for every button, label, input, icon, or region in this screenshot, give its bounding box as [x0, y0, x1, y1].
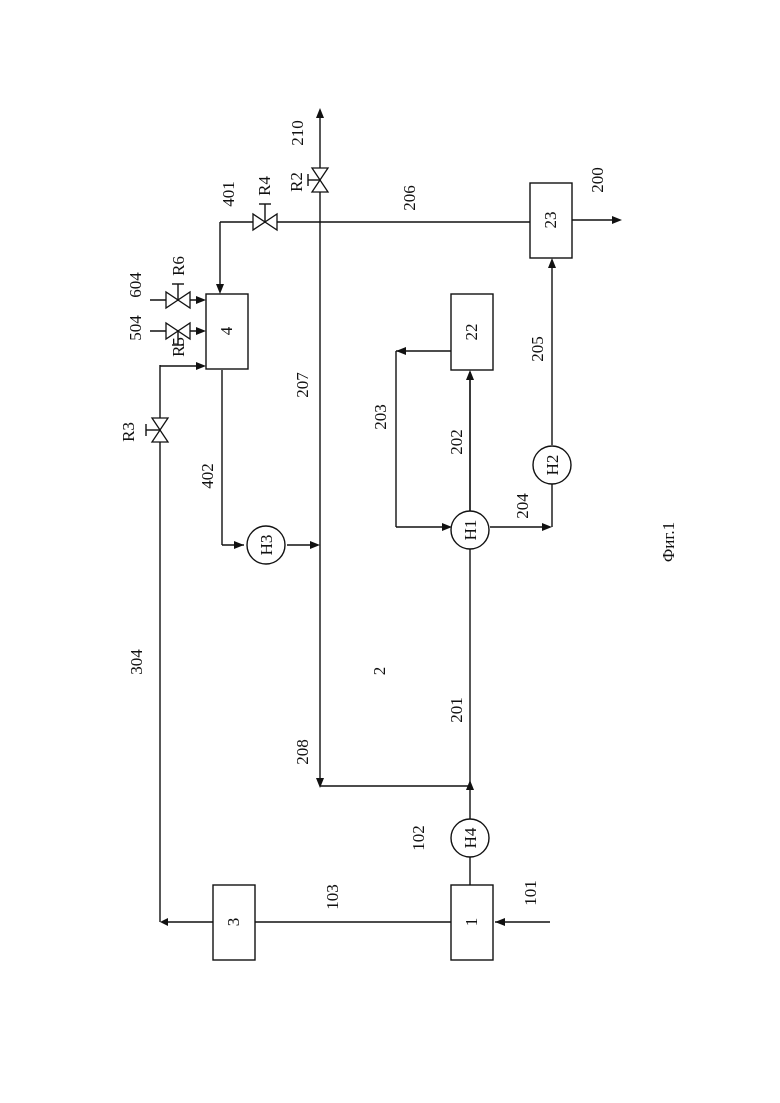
unit-4-label: 4 [217, 326, 236, 335]
unit-4: 4 [206, 294, 248, 369]
stream-103: 103 [323, 884, 342, 910]
unit-23: 23 [530, 183, 572, 258]
valve-r5: R5 [166, 323, 190, 357]
valve-r5-label: R5 [169, 337, 188, 357]
arrow-204 [542, 523, 552, 531]
valve-r4: R4 [253, 176, 277, 230]
valve-r3: R3 [119, 418, 168, 442]
stream-200: 200 [588, 167, 607, 193]
arrow-202 [466, 370, 474, 380]
pump-h2-label: H2 [543, 455, 562, 476]
arrow-304 [160, 918, 168, 926]
stream-101: 101 [521, 880, 540, 906]
stream-207: 207 [293, 372, 312, 398]
valve-r4-label: R4 [255, 176, 274, 196]
stream-208: 208 [293, 739, 312, 765]
arrow-402-header [310, 541, 320, 549]
stream-206: 206 [400, 185, 419, 211]
stream-402: 402 [198, 463, 217, 489]
pump-h3: H3 [247, 526, 285, 564]
stream-202: 202 [447, 429, 466, 455]
arrow-401 [216, 284, 224, 294]
unit-1: 1 [451, 885, 493, 960]
pump-h2: H2 [533, 446, 571, 484]
arrow-210 [316, 108, 324, 118]
stream-401: 401 [219, 181, 238, 207]
pump-h1-label: H1 [461, 520, 480, 541]
stream-205: 205 [528, 336, 547, 362]
section-label: 2 [370, 667, 389, 676]
pump-h4: H4 [451, 819, 489, 857]
arrow-203 [396, 347, 406, 355]
unit-23-label: 23 [541, 212, 560, 229]
arrow-504 [196, 327, 206, 335]
unit-1-label: 1 [462, 918, 481, 927]
unit-3-label: 3 [224, 918, 243, 927]
valve-r2-label: R2 [287, 172, 306, 192]
stream-210: 210 [288, 120, 307, 146]
pump-h4-label: H4 [461, 827, 480, 848]
valve-r3-label: R3 [119, 422, 138, 442]
valve-r6-label: R6 [169, 256, 188, 276]
arrow-201 [466, 780, 474, 790]
arrow-205 [548, 258, 556, 268]
unit-3: 3 [213, 885, 255, 960]
figure-caption: Фиг.1 [659, 522, 678, 562]
arrow-101 [495, 918, 505, 926]
arrow-402 [234, 541, 244, 549]
pump-h1: H1 [451, 511, 489, 549]
unit-22-label: 22 [462, 324, 481, 341]
arrow-604 [196, 296, 206, 304]
valve-r6: R6 [166, 256, 190, 308]
stream-201: 201 [447, 697, 466, 723]
stream-102: 102 [409, 825, 428, 851]
unit-22: 22 [451, 294, 493, 370]
stream-204: 204 [513, 493, 532, 519]
stream-304: 304 [127, 649, 146, 675]
stream-203: 203 [371, 404, 390, 430]
stream-504: 504 [126, 315, 145, 341]
arrow-304-in [196, 362, 206, 370]
pump-h3-label: H3 [257, 535, 276, 556]
valve-r2: R2 [287, 168, 328, 192]
arrow-200 [612, 216, 622, 224]
stream-604: 604 [126, 272, 145, 298]
